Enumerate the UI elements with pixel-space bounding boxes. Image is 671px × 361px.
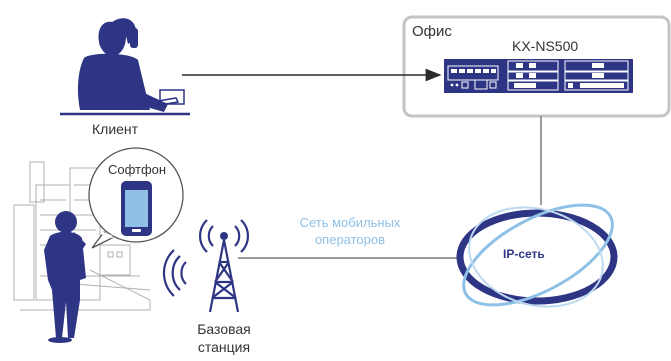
pbx-model-label: KX-NS500 — [512, 38, 579, 54]
base-station-label: Базовая станция — [190, 320, 258, 356]
ip-network-ring-icon — [456, 203, 618, 308]
mobile-network-label: Сеть мобильных операторов — [284, 214, 416, 248]
client-label: Клиент — [92, 121, 139, 137]
base-station-label-line2: станция — [197, 339, 251, 355]
mobile-user-icon — [44, 211, 86, 343]
pbx-device-icon — [444, 59, 633, 93]
base-station-label-line1: Базовая — [197, 321, 251, 337]
smartphone-icon — [121, 181, 152, 236]
office-label: Офис — [412, 23, 452, 40]
office-worker-icon — [60, 18, 190, 116]
softphone-label: Софтфон — [108, 162, 167, 177]
ip-network-label: IP-сеть — [503, 247, 545, 261]
cell-tower-icon — [162, 219, 249, 313]
mobile-network-label-line2: операторов — [314, 232, 386, 247]
mobile-network-label-line1: Сеть мобильных — [299, 215, 401, 230]
